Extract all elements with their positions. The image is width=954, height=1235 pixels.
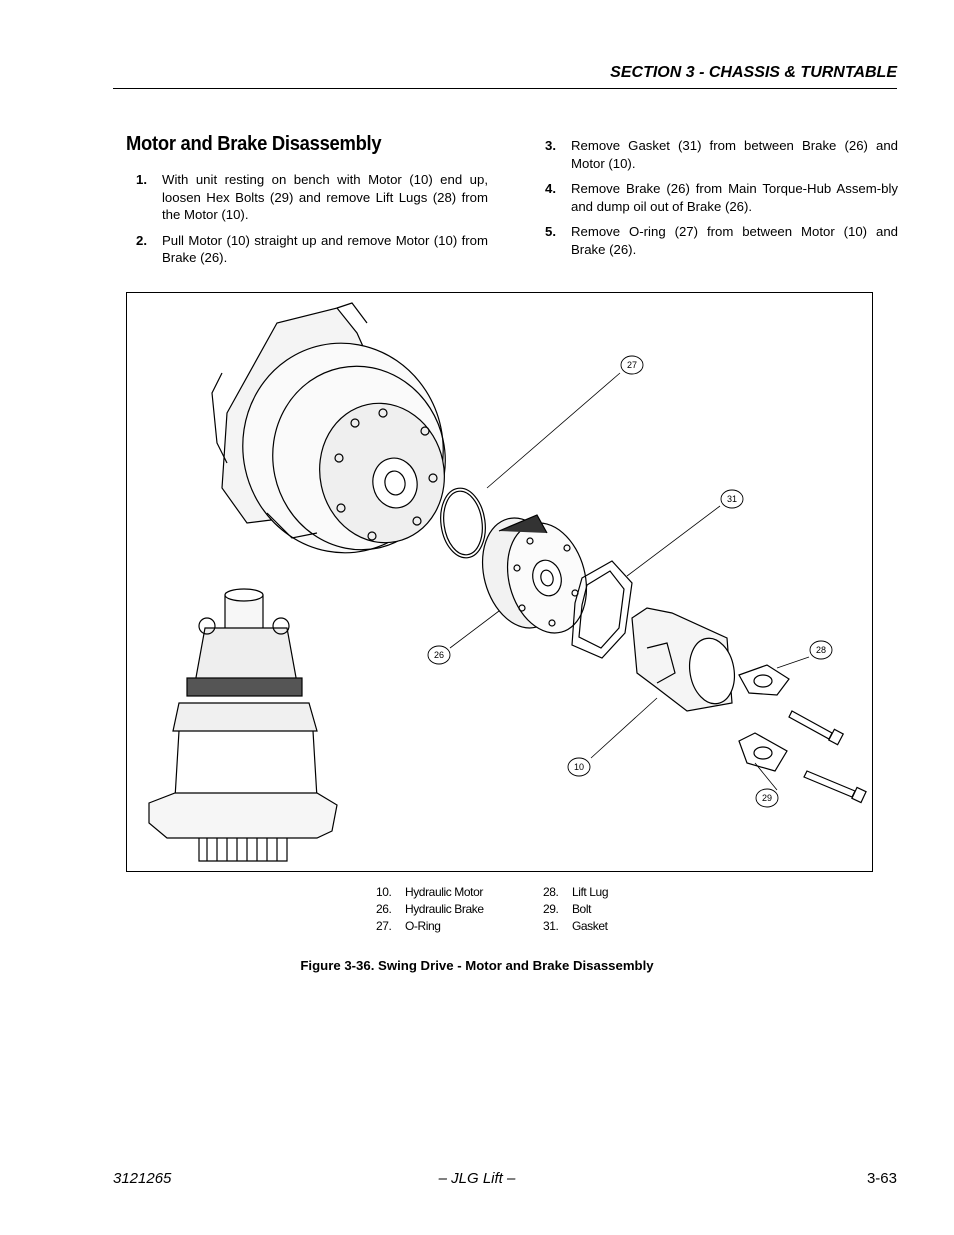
assembled-swing-drive [148, 588, 338, 862]
legend-column-right: 28. Lift Lug 29. Bolt 31. Gasket [543, 884, 609, 935]
step-3: 3. Remove Gasket (31) from between Brake… [545, 137, 898, 172]
legend-item: 31. Gasket [543, 919, 608, 933]
figure-caption: Figure 3-36. Swing Drive - Motor and Bra… [300, 958, 654, 973]
step-text: With unit resting on bench with Motor (1… [162, 172, 488, 222]
callout-28: 28 [816, 645, 826, 655]
step-text: Remove Brake (26) from Main Torque-Hub A… [571, 181, 898, 214]
bolt-29 [788, 710, 867, 804]
header-rule [113, 88, 897, 89]
legend-column-left: 10. Hydraulic Motor 26. Hydraulic Brake … [376, 884, 484, 935]
swing-drive-illustration: 27 31 26 28 10 29 [148, 302, 867, 862]
steps-column-right: 3. Remove Gasket (31) from between Brake… [545, 137, 898, 266]
step-1: 1. With unit resting on bench with Motor… [126, 171, 488, 224]
hydraulic-brake-26 [481, 514, 588, 634]
step-number: 4. [545, 181, 556, 196]
step-text: Remove O-ring (27) from between Motor (1… [571, 224, 898, 257]
callout-26: 26 [434, 650, 444, 660]
step-text: Remove Gasket (31) from between Brake (2… [571, 138, 898, 171]
step-2: 2. Pull Motor (10) straight up and remov… [126, 232, 488, 267]
steps-column-left: 1. With unit resting on bench with Motor… [126, 171, 488, 275]
callout-10: 10 [574, 762, 584, 772]
callout-31: 31 [727, 494, 737, 504]
step-number: 2. [136, 232, 147, 248]
step-4: 4. Remove Brake (26) from Main Torque-Hu… [545, 180, 898, 215]
step-text: Pull Motor (10) straight up and remove M… [162, 232, 488, 266]
footer-doc-number: 3121265 [113, 1170, 172, 1187]
footer-page-number: 3-63 [866, 1170, 897, 1187]
footer-center-text: – JLG Lift – [438, 1170, 516, 1187]
section-heading: Motor and Brake Disassembly [126, 133, 382, 155]
legend-item: 28. Lift Lug [543, 885, 609, 899]
legend-item: 10. Hydraulic Motor [376, 885, 483, 899]
step-number: 5. [545, 224, 556, 239]
legend-item: 26. Hydraulic Brake [376, 902, 484, 916]
step-5: 5. Remove O-ring (27) from between Motor… [545, 223, 898, 258]
exploded-view-figure: 27 31 26 28 10 29 [126, 292, 873, 872]
legend-item: 27. O-Ring [376, 919, 441, 933]
lift-lug-28 [738, 664, 790, 772]
callout-27: 27 [627, 360, 637, 370]
o-ring-27 [440, 487, 486, 559]
callout-29: 29 [762, 793, 772, 803]
legend-item: 29. Bolt [543, 902, 592, 916]
torque-hub-upper [211, 302, 446, 554]
step-number: 3. [545, 138, 556, 153]
step-number: 1. [136, 172, 147, 187]
gasket-31 [571, 560, 633, 659]
section-title: SECTION 3 - CHASSIS & TURNTABLE [610, 64, 897, 81]
hydraulic-motor-10 [631, 607, 736, 712]
